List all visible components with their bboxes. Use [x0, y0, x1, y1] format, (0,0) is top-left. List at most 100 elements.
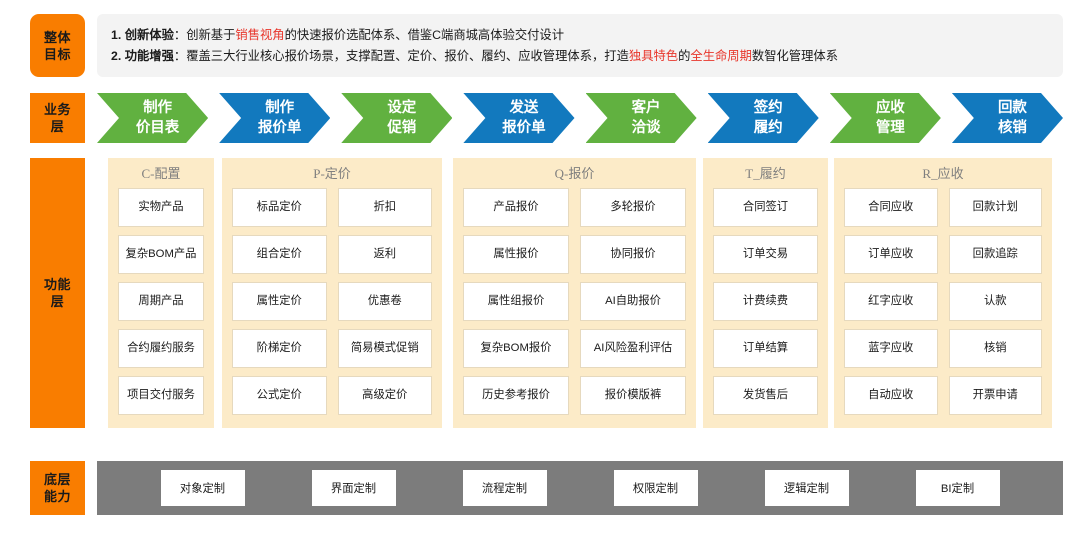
function-panel-column: 回款计划回款追踪认款核销开票申请	[948, 188, 1042, 415]
function-card[interactable]: 返利	[337, 235, 432, 274]
function-panel-title: T_履约	[745, 166, 786, 181]
rail-label-overall-goal: 整体 目标	[30, 14, 85, 77]
business-step-4[interactable]: 发送报价单	[463, 93, 574, 143]
function-panel-columns: 标品定价组合定价属性定价阶梯定价公式定价折扣返利优惠卷简易模式促销高级定价	[222, 188, 442, 415]
function-card[interactable]: 合同应收	[844, 188, 938, 227]
business-step-2[interactable]: 制作报价单	[219, 93, 330, 143]
function-card[interactable]: 自动应收	[844, 376, 938, 415]
function-card[interactable]: 组合定价	[232, 235, 327, 274]
business-layer-flow: 制作价目表制作报价单设定促销发送报价单客户洽谈签约履约应收管理回款核销	[97, 93, 1063, 143]
business-step-label-line1: 回款	[997, 100, 1027, 116]
function-card[interactable]: 实物产品	[118, 188, 204, 227]
function-card[interactable]: 协同报价	[580, 235, 686, 274]
business-step-label-line2: 核销	[997, 120, 1027, 136]
function-card[interactable]: 开票申请	[948, 376, 1042, 415]
function-card[interactable]: 多轮报价	[580, 188, 686, 227]
function-card[interactable]: 优惠卷	[337, 282, 432, 321]
function-panel-5: R_应收合同应收订单应收红字应收蓝字应收自动应收回款计划回款追踪认款核销开票申请	[834, 158, 1052, 428]
rail-label-overall-goal-line1: 整体	[43, 29, 71, 45]
base-capability-card[interactable]: 界面定制	[311, 470, 396, 506]
function-card[interactable]: 项目交付服务	[118, 376, 204, 415]
function-panel-columns: 合同签订订单交易计费续费订单结算发货售后	[703, 188, 828, 415]
function-card[interactable]: 合同签订	[713, 188, 818, 227]
function-card[interactable]: 红字应收	[844, 282, 938, 321]
business-step-label-line1: 客户	[631, 100, 661, 116]
rail-label-function-layer: 功能 层	[30, 158, 85, 428]
function-card[interactable]: 订单应收	[844, 235, 938, 274]
overall-goal-text-segment: 全生命周期	[690, 49, 752, 63]
base-capability-card[interactable]: 权限定制	[613, 470, 698, 506]
function-card[interactable]: AI风险盈利评估	[580, 329, 686, 368]
rail-label-base-capability-line2: 能力	[43, 489, 71, 504]
function-card[interactable]: 阶梯定价	[232, 329, 327, 368]
overall-goal-text-segment: ：覆盖三大行业核心报价场景，支撑配置、定价、报价、履约、应收管理体系，打造	[173, 49, 629, 63]
base-capability-card[interactable]: 逻辑定制	[764, 470, 849, 506]
function-card[interactable]: 合约履约服务	[118, 329, 204, 368]
function-card[interactable]: 报价模版裤	[580, 376, 686, 415]
function-card[interactable]: 属性报价	[463, 235, 569, 274]
function-panel-columns: 合同应收订单应收红字应收蓝字应收自动应收回款计划回款追踪认款核销开票申请	[834, 188, 1052, 415]
function-panel-column: 多轮报价协同报价 AI自助报价 AI风险盈利评估报价模版裤	[580, 188, 686, 415]
overall-goal-text-segment: 的	[678, 49, 691, 63]
function-panel-column: 实物产品复杂BOM产品周期产品合约履约服务项目交付服务	[118, 188, 204, 415]
function-card[interactable]: 属性组报价	[463, 282, 569, 321]
function-card[interactable]: 周期产品	[118, 282, 204, 321]
business-step-label-line2: 报价单	[502, 120, 546, 136]
business-step-label-line2: 洽谈	[631, 120, 661, 136]
function-card[interactable]: 订单结算	[713, 329, 818, 368]
overall-goal-text-segment: ：创新基于	[173, 28, 236, 42]
rail-label-function-layer-line1: 功能	[43, 277, 71, 292]
overall-goal-line: 1. 创新体验：创新基于销售视角的快速报价选配体系、借鉴C端商城高体验交付设计	[111, 25, 1049, 46]
function-card[interactable]: 简易模式促销	[337, 329, 432, 368]
function-card[interactable]: 核销	[948, 329, 1042, 368]
function-card[interactable]: 复杂BOM报价	[463, 329, 569, 368]
base-capability-bar: 对象定制 界面定制 流程定制 权限定制 逻辑定制 BI定制	[97, 461, 1063, 515]
function-panel-column: 合同应收订单应收红字应收蓝字应收自动应收	[844, 188, 938, 415]
function-card[interactable]: 公式定价	[232, 376, 327, 415]
business-step-7[interactable]: 应收管理	[830, 93, 941, 143]
business-step-3[interactable]: 设定促销	[341, 93, 452, 143]
function-card[interactable]: 回款追踪	[948, 235, 1042, 274]
function-card[interactable]: 发货售后	[713, 376, 818, 415]
function-card[interactable]: 回款计划	[948, 188, 1042, 227]
function-panel-title: R_应收	[922, 166, 964, 181]
business-step-label-line1: 应收	[875, 100, 905, 116]
business-step-1[interactable]: 制作价目表	[97, 93, 208, 143]
function-card[interactable]: 属性定价	[232, 282, 327, 321]
function-card[interactable]: 认款	[948, 282, 1042, 321]
function-card[interactable]: 计费续费	[713, 282, 818, 321]
business-step-8[interactable]: 回款核销	[952, 93, 1063, 143]
function-card[interactable]: 历史参考报价	[463, 376, 569, 415]
function-panel-title: C-配置	[141, 166, 181, 181]
function-panel-columns: 实物产品复杂BOM产品周期产品合约履约服务项目交付服务	[108, 188, 214, 415]
function-card[interactable]: 复杂BOM产品	[118, 235, 204, 274]
function-card[interactable]: 高级定价	[337, 376, 432, 415]
function-panel-columns: 产品报价属性报价属性组报价复杂BOM报价历史参考报价 多轮报价协同报价 AI自助报价…	[453, 188, 696, 415]
overall-goal-text-segment: 独具特色	[628, 49, 679, 63]
function-panel-column: 标品定价组合定价属性定价阶梯定价公式定价	[232, 188, 327, 415]
business-step-6[interactable]: 签约履约	[708, 93, 819, 143]
business-step-label-line2: 价目表	[135, 120, 180, 136]
base-capability-card[interactable]: 流程定制	[462, 470, 547, 506]
function-panel-2: P-定价标品定价组合定价属性定价阶梯定价公式定价折扣返利优惠卷简易模式促销高级定…	[222, 158, 442, 428]
rail-label-function-layer-line2: 层	[50, 294, 65, 309]
business-step-label-line1: 制作	[143, 100, 173, 116]
rail-label-overall-goal-line2: 目标	[43, 46, 71, 62]
overall-goal-text-segment: 创新体验	[124, 28, 174, 42]
function-card[interactable]: 产品报价	[463, 188, 569, 227]
function-card[interactable]: 蓝字应收	[844, 329, 938, 368]
base-capability-card[interactable]: 对象定制	[160, 470, 245, 506]
overall-goal-text-segment: 数智化管理体系	[751, 49, 838, 63]
function-card[interactable]: 折扣	[337, 188, 432, 227]
function-panel-1: C-配置实物产品复杂BOM产品周期产品合约履约服务项目交付服务	[108, 158, 214, 428]
function-card[interactable]: 订单交易	[713, 235, 818, 274]
business-step-label-line2: 促销	[387, 120, 417, 136]
business-step-5[interactable]: 客户洽谈	[586, 93, 697, 143]
base-capability-card[interactable]: BI定制	[915, 470, 1000, 506]
function-card[interactable]: 标品定价	[232, 188, 327, 227]
rail-label-base-capability: 底层 能力	[30, 461, 85, 515]
rail-label-business-layer-line1: 业务	[43, 102, 71, 117]
function-card[interactable]: AI自助报价	[580, 282, 686, 321]
